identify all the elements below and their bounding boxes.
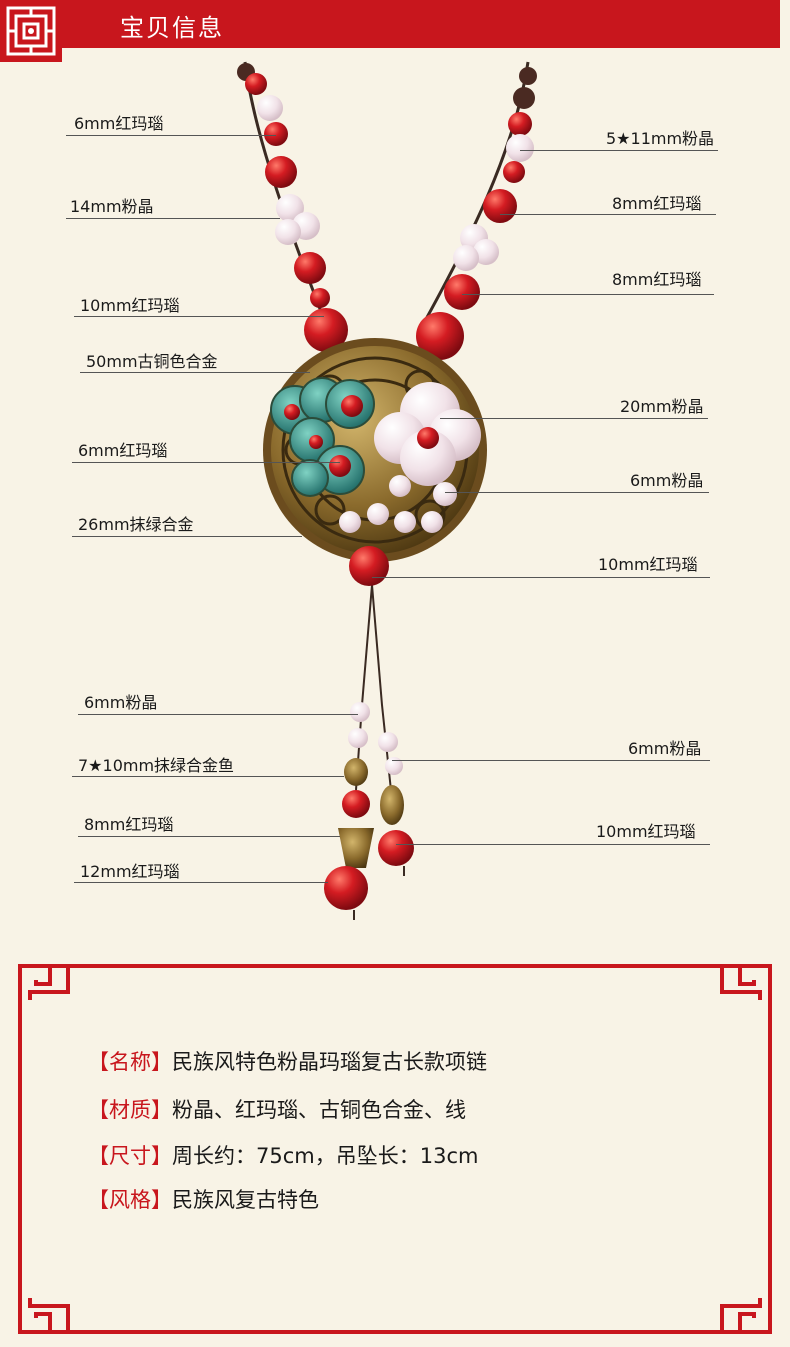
leader-line [74, 316, 324, 317]
callout-left-6: 6mm粉晶 [84, 693, 158, 712]
leader-line [66, 218, 280, 219]
leader-line [72, 776, 344, 777]
leader-line [80, 372, 310, 373]
callout-right-1: 8mm红玛瑙 [612, 194, 702, 213]
leader-line [396, 844, 710, 845]
leader-line [440, 418, 708, 419]
callout-left-9: 12mm红玛瑙 [80, 862, 180, 881]
leader-line [72, 536, 302, 537]
leader-line [500, 214, 716, 215]
spec-row-name: 【名称】民族风特色粉晶玛瑙复古长款项链 [88, 1046, 487, 1076]
spec-row-material: 【材质】粉晶、红玛瑙、古铜色合金、线 [88, 1094, 466, 1124]
callout-left-2: 10mm红玛瑙 [80, 296, 180, 315]
leader-line [78, 836, 340, 837]
spec-value: 粉晶、红玛瑙、古铜色合金、线 [172, 1098, 466, 1122]
spec-label: 【名称】 [88, 1050, 172, 1074]
callout-right-0: 5★11mm粉晶 [606, 129, 715, 148]
necklace-illustration [237, 61, 537, 920]
leader-line [462, 294, 714, 295]
leader-line [72, 462, 340, 463]
spec-value: 民族风复古特色 [172, 1188, 319, 1212]
callout-left-3: 50mm古铜色合金 [86, 352, 218, 371]
callout-right-5: 10mm红玛瑙 [598, 555, 698, 574]
spec-row-style: 【风格】民族风复古特色 [88, 1184, 319, 1214]
spec-label: 【风格】 [88, 1188, 172, 1212]
callout-left-8: 8mm红玛瑙 [84, 815, 174, 834]
leader-line [66, 135, 276, 136]
spec-value: 周长约：75cm，吊坠长：13cm [172, 1144, 479, 1168]
decorative-frame [18, 964, 772, 1334]
callout-left-5: 26mm抹绿合金 [78, 515, 194, 534]
callout-right-4: 6mm粉晶 [630, 471, 704, 490]
leader-line [445, 492, 709, 493]
header: 宝贝信息 [0, 0, 790, 62]
callout-right-3: 20mm粉晶 [620, 397, 704, 416]
chinese-knot-logo-icon [0, 0, 62, 62]
spec-row-size: 【尺寸】周长约：75cm，吊坠长：13cm [88, 1140, 478, 1170]
spec-label: 【材质】 [88, 1098, 172, 1122]
callout-left-4: 6mm红玛瑙 [78, 441, 168, 460]
spec-value: 民族风特色粉晶玛瑙复古长款项链 [172, 1050, 487, 1074]
callout-right-2: 8mm红玛瑙 [612, 270, 702, 289]
leader-line [74, 882, 328, 883]
callout-left-7: 7★10mm抹绿合金鱼 [78, 756, 235, 775]
leader-line [78, 714, 358, 715]
header-bar [0, 0, 780, 48]
leader-line [520, 150, 718, 151]
callout-left-1: 14mm粉晶 [70, 197, 154, 216]
page-title: 宝贝信息 [120, 14, 224, 42]
callout-left-0: 6mm红玛瑙 [74, 114, 164, 133]
callout-right-7: 10mm红玛瑙 [596, 822, 696, 841]
callout-right-6: 6mm粉晶 [628, 739, 702, 758]
leader-line [372, 577, 710, 578]
spec-label: 【尺寸】 [88, 1144, 172, 1168]
leader-line [392, 760, 710, 761]
